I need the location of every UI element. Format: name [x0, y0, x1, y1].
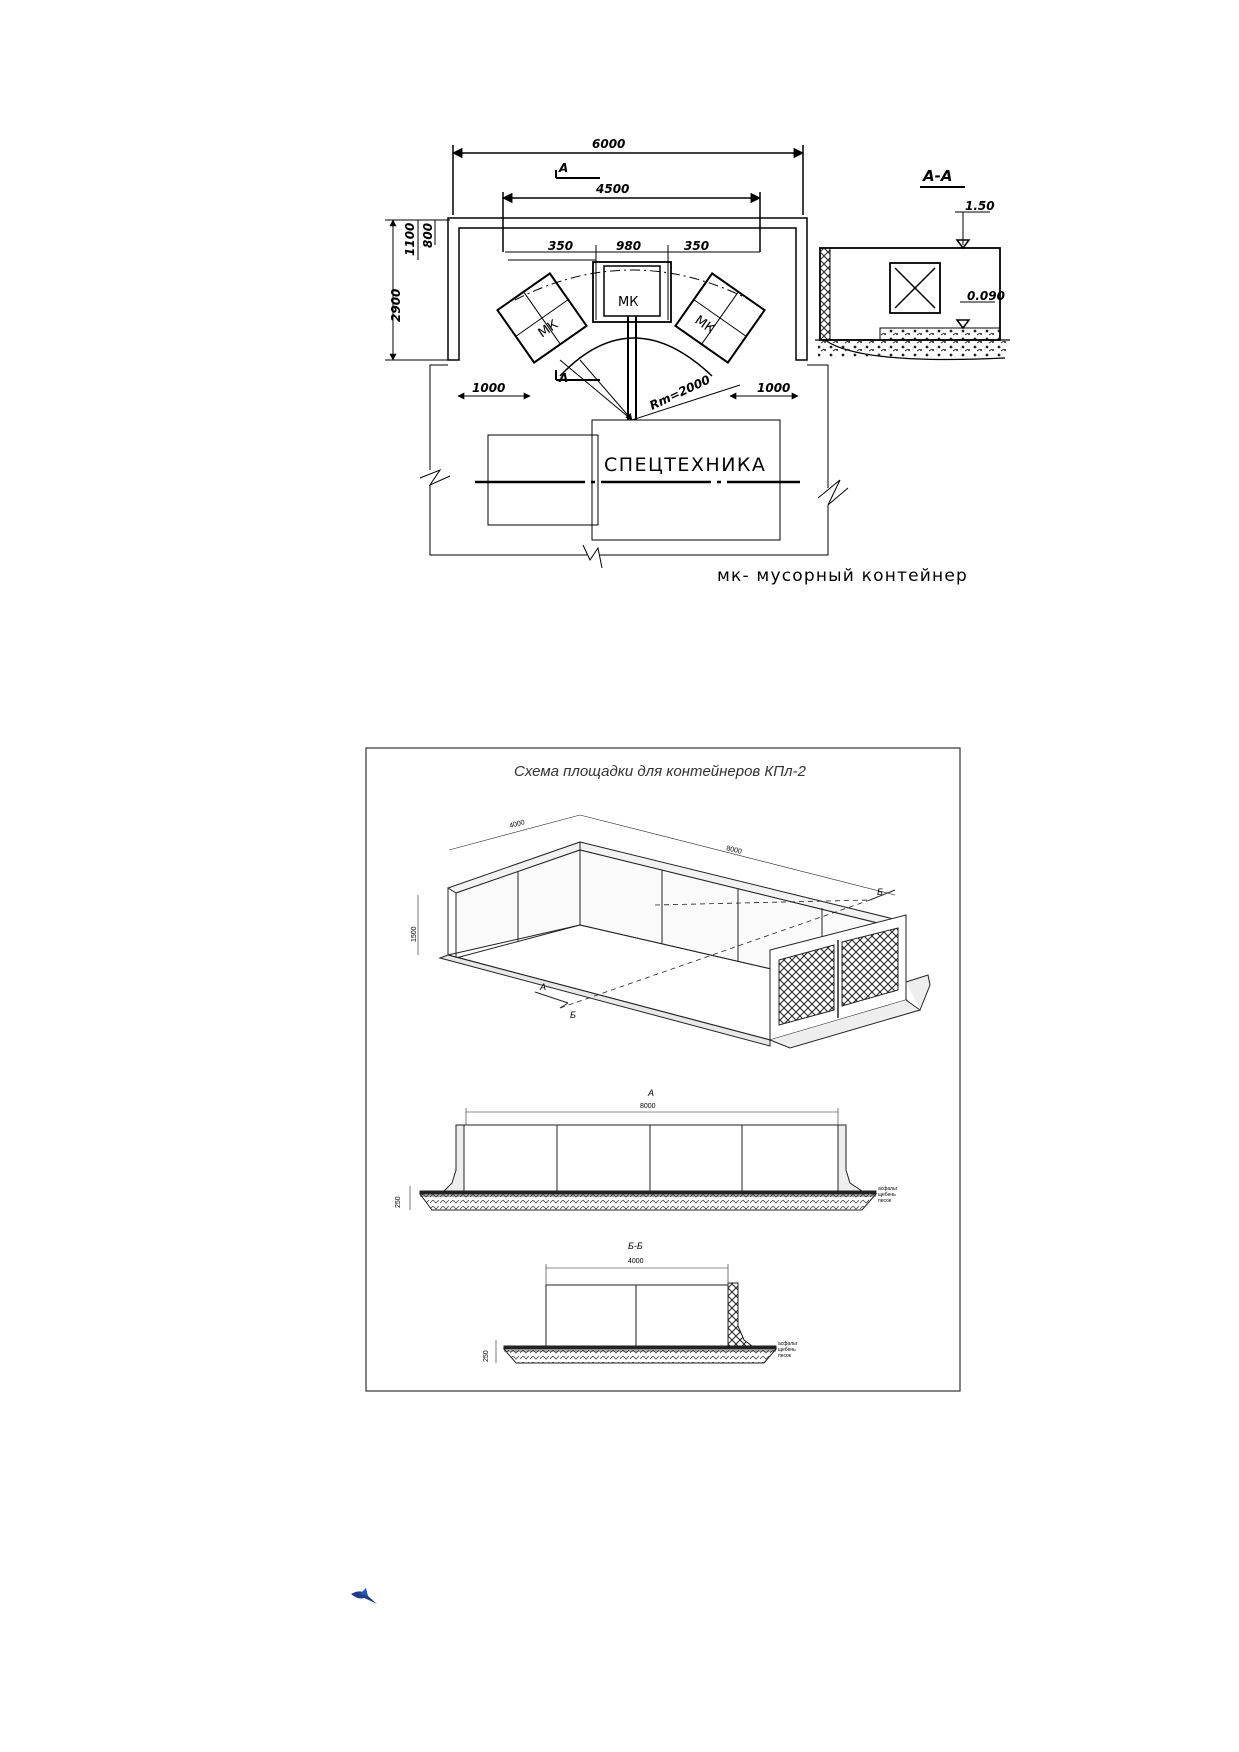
kpl2-title: Схема площадки для контейнеров КПл-2: [514, 763, 807, 780]
section-marker-top: А: [558, 161, 568, 175]
vehicle-label: СПЕЦТЕХНИКА: [604, 454, 766, 476]
dim-980: 980: [616, 239, 641, 253]
section-a-depth: 250: [395, 1196, 402, 1208]
dim-1000-right: 1000: [757, 381, 790, 395]
section-bb-depth: 250: [483, 1350, 490, 1362]
section-a-width: 8000: [640, 1103, 656, 1110]
section-a-layer-1: асфальт: [878, 1186, 898, 1192]
section-bb-width: 4000: [628, 1258, 644, 1265]
dim-1100: 1100: [403, 223, 417, 256]
iso-arrow-b-right: Б: [877, 887, 883, 897]
section-a-layer-2: щебень: [878, 1192, 896, 1198]
dim-800: 800: [421, 223, 435, 248]
dim-1000-left: 1000: [472, 381, 505, 395]
dim-6000: 6000: [592, 137, 625, 151]
dim-4500: 4500: [595, 182, 629, 196]
dim-2900: 2900: [389, 289, 403, 322]
section-a-view: [409, 1108, 878, 1211]
section-bb-view: [495, 1264, 778, 1364]
plan-drawing: [385, 145, 849, 569]
iso-arrow-b-left: Б: [570, 1010, 576, 1020]
container-center-label: МК: [618, 295, 638, 310]
section-a-label: А: [647, 1088, 654, 1098]
section-bb-layer-3: песок: [778, 1353, 792, 1359]
section-bb-layer-2: щебень: [778, 1347, 796, 1353]
section-marker-bottom: А: [558, 371, 568, 385]
section-bb-layer-1: асфальт: [778, 1341, 798, 1347]
section-a-layer-3: песок: [878, 1198, 892, 1204]
dim-350-left: 350: [548, 239, 573, 253]
iso-dim-height: 1500: [411, 926, 418, 942]
section-bb-label: Б-Б: [628, 1241, 643, 1251]
elev-top: 1.50: [965, 199, 995, 213]
dim-350-right: 350: [684, 239, 709, 253]
elev-bottom: 0.090: [967, 289, 1005, 303]
container-right-label: МК: [692, 313, 717, 337]
iso-dim-width: 4000: [509, 819, 526, 830]
legend-text: мк- мусорный контейнер: [717, 566, 968, 586]
iso-dim-length: 8000: [726, 845, 743, 856]
kpl2-frame: [365, 747, 961, 1392]
iso-view: [417, 814, 931, 1049]
section-aa: [815, 186, 1010, 361]
container-left-label: МК: [536, 317, 561, 341]
dim-radius: Rm=2000: [647, 372, 712, 412]
section-aa-title: А-А: [922, 167, 952, 185]
bird-logo: [351, 1588, 377, 1604]
iso-arrow-a: А: [539, 982, 546, 992]
